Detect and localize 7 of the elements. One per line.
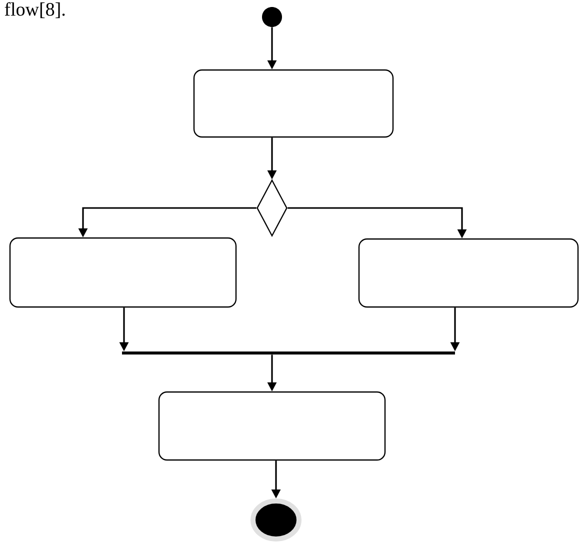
caption-text: flow[8].: [4, 2, 65, 18]
activity-box: [193, 69, 394, 138]
activity-box: [9, 237, 237, 308]
end-node: [250, 498, 302, 542]
activity-box: [158, 391, 386, 461]
circle-node: [262, 7, 282, 27]
activity-box: [358, 238, 579, 308]
